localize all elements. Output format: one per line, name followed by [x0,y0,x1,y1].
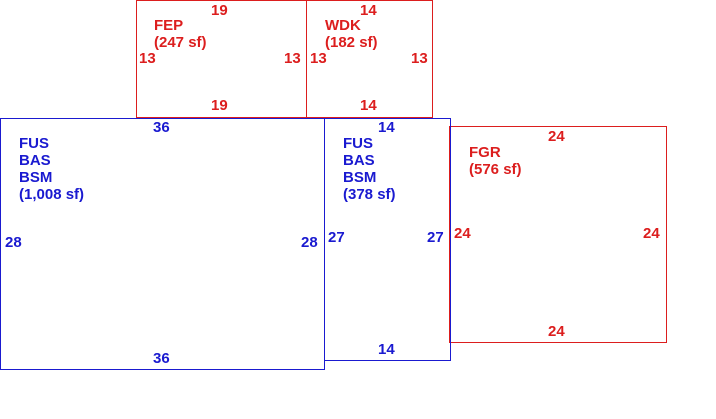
fep-area-label: FEP (247 sf) [154,17,207,51]
main-code-3: BSM [19,169,53,186]
fgr-top-dimension: 24 [548,128,565,145]
mid-area-outline [324,118,451,361]
wdk-code: WDK [325,17,361,34]
fgr-code: FGR [469,144,501,161]
wdk-right-dimension: 13 [411,50,428,67]
wdk-size: (182 sf) [325,34,378,51]
mid-area-label: FUS BAS BSM (378 sf) [343,135,396,203]
wdk-left-dimension: 13 [310,50,327,67]
main-code-1: FUS [19,135,49,152]
main-bottom-dimension: 36 [153,350,170,367]
mid-code-3: BSM [343,169,377,186]
fep-left-dimension: 13 [139,50,156,67]
mid-right-dimension: 27 [427,229,444,246]
main-top-dimension: 36 [153,119,170,136]
fep-top-dimension: 19 [211,2,228,19]
mid-left-dimension: 27 [328,229,345,246]
main-right-dimension: 28 [301,234,318,251]
wdk-bottom-dimension: 14 [360,97,377,114]
fep-code: FEP [154,17,184,34]
fep-size: (247 sf) [154,34,207,51]
fgr-bottom-dimension: 24 [548,323,565,340]
wdk-top-dimension: 14 [360,2,377,19]
main-code-2: BAS [19,152,51,169]
wdk-area-outline [306,0,433,118]
wdk-area-label: WDK (182 sf) [325,17,378,51]
fgr-left-dimension: 24 [454,225,471,242]
mid-code-2: BAS [343,152,375,169]
main-size: (1,008 sf) [19,186,85,203]
mid-top-dimension: 14 [378,119,395,136]
main-area-label: FUS BAS BSM (1,008 sf) [19,135,84,203]
mid-size: (378 sf) [343,186,396,203]
fep-bottom-dimension: 19 [211,97,228,114]
fep-right-dimension: 13 [284,50,301,67]
fgr-right-dimension: 24 [643,225,660,242]
fgr-area-label: FGR (576 sf) [469,144,522,178]
main-left-dimension: 28 [5,234,22,251]
mid-code-1: FUS [343,135,373,152]
mid-bottom-dimension: 14 [378,341,395,358]
fgr-size: (576 sf) [469,161,522,178]
fgr-area-outline [449,126,667,343]
